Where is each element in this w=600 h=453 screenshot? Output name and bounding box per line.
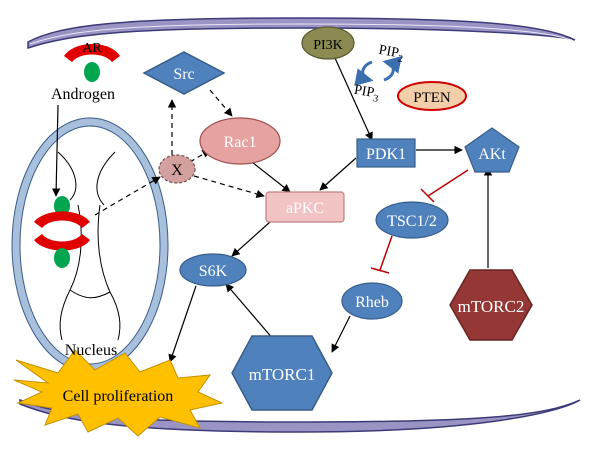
- pip2-label: PIP2: [377, 43, 405, 65]
- rheb-node: Rheb: [341, 282, 403, 320]
- nucleus-label: Nucleus: [65, 342, 117, 359]
- arrow-src-to-rac1: [209, 89, 233, 117]
- tsc-label: TSC1/2: [387, 213, 437, 230]
- mtorc1-label: mTORC1: [249, 365, 316, 384]
- inhibit-tsc-rheb: [379, 235, 393, 271]
- x-node: X: [158, 154, 196, 184]
- mtorc1-node: mTORC1: [231, 335, 333, 411]
- arrow-rac1-to-apkc: [251, 161, 291, 193]
- cell-proliferation-node: Cell proliferation: [13, 349, 224, 437]
- tsc-node: TSC1/2: [375, 201, 449, 239]
- src-label: Src: [173, 66, 194, 83]
- androgen-label: Androgen: [51, 86, 115, 103]
- pi3k-label: PI3K: [313, 38, 343, 53]
- pdk1-label: PDK1: [366, 146, 406, 163]
- apkc-node: aPKC: [265, 191, 345, 223]
- inhibit-tsc-rheb-bar: [370, 267, 390, 274]
- arrow-mtorc1-to-s6k: [225, 283, 275, 341]
- src-node: Src: [142, 51, 226, 95]
- arrow-androgen-to-ar: [51, 104, 61, 197]
- mtorc2-node: mTORC2: [449, 269, 533, 341]
- rheb-label: Rheb: [355, 294, 389, 311]
- akt-label: AKt: [478, 146, 506, 163]
- inhibit-akt-tsc-bar: [420, 188, 435, 203]
- akt-node: AKt: [464, 127, 520, 173]
- x-label: X: [171, 162, 183, 179]
- ar-dimer-nucleus: [34, 196, 90, 268]
- inhibitions: [370, 169, 469, 274]
- ar-label: AR: [82, 41, 102, 56]
- arrows: [51, 57, 493, 363]
- cell-proliferation-label: Cell proliferation: [63, 388, 174, 405]
- pip3-label: PIP3: [352, 83, 380, 105]
- svg-text:PIP2: PIP2: [377, 43, 405, 65]
- arrow-apkc-to-s6k: [231, 221, 271, 257]
- arrow-pi3k-to-pdk1: [334, 57, 373, 141]
- mtorc2-label: mTORC2: [458, 297, 525, 316]
- arrow-pdk1-to-apkc: [319, 157, 357, 191]
- arrow-rheb-to-mtorc1: [331, 315, 351, 353]
- arrow-x-to-apkc: [193, 175, 265, 198]
- arrow-ar-to-x: [94, 176, 161, 216]
- ar-receptor-membrane: [64, 44, 120, 82]
- rac1-label: Rac1: [224, 134, 257, 151]
- rac1-node: Rac1: [199, 117, 281, 165]
- pip-cycle-arrows: [354, 56, 402, 86]
- pdk1-node: PDK1: [356, 138, 416, 168]
- s6k-label: S6K: [199, 263, 228, 280]
- nucleus: [11, 117, 169, 373]
- pip3-subscript: 3: [372, 93, 379, 105]
- pten-label: PTEN: [413, 90, 451, 106]
- s6k-node: S6K: [179, 253, 247, 287]
- pip3-text: PIP: [353, 83, 376, 101]
- pi3k-node: PI3K: [301, 26, 355, 60]
- pip2-text: PIP: [377, 43, 400, 61]
- arrow-s6k-to-proliferation: [168, 285, 197, 363]
- apkc-label: aPKC: [286, 200, 324, 217]
- top-membrane: [27, 17, 576, 50]
- inhibit-akt-tsc: [427, 169, 469, 197]
- svg-text:PIP3: PIP3: [352, 83, 380, 105]
- pten-node: PTEN: [397, 81, 467, 111]
- pip2-subscript: 2: [397, 53, 404, 65]
